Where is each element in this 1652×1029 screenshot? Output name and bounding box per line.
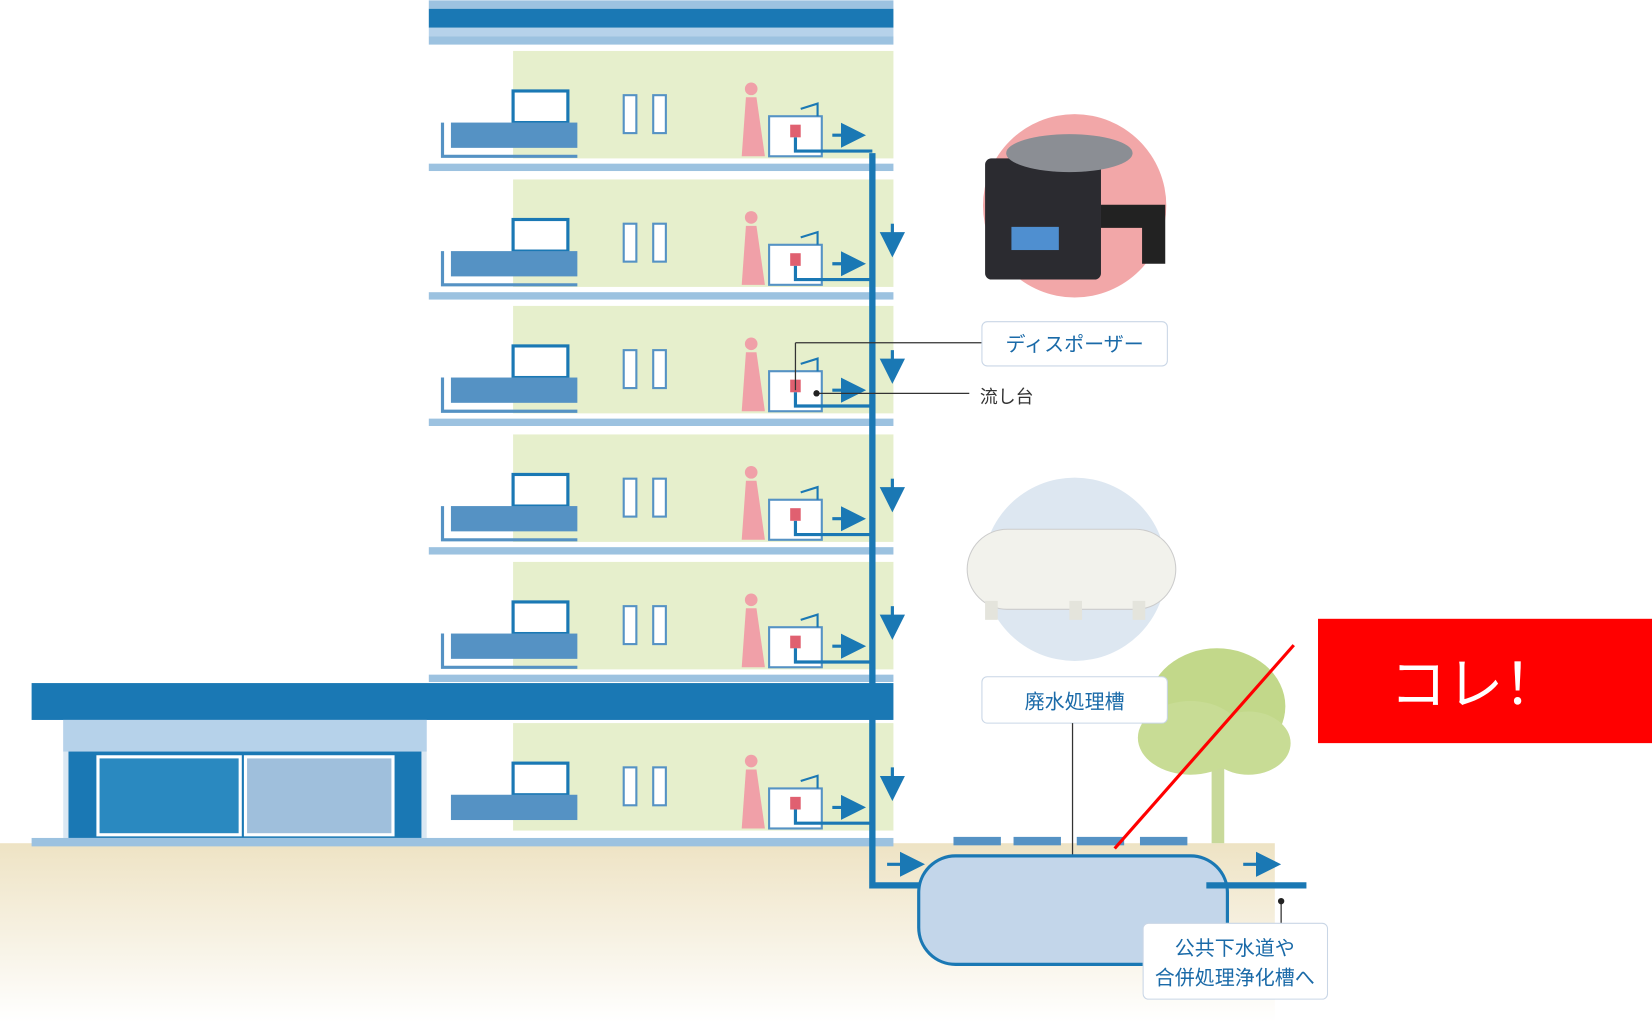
sink-label: 流し台 — [980, 387, 1034, 408]
drain-pipe — [869, 153, 933, 889]
floor — [428, 305, 906, 426]
building-floors — [428, 50, 906, 831]
sink-icon — [768, 613, 873, 669]
floor — [428, 434, 906, 555]
sink-icon — [768, 102, 873, 158]
outlet-label-line1: 公共下水道や — [1175, 936, 1295, 960]
tank-label: 廃水処理槽 — [1025, 689, 1125, 713]
person-icon — [741, 82, 765, 157]
callout-box — [1318, 618, 1652, 744]
sink-icon — [768, 230, 873, 286]
disposer-label-box — [981, 321, 1168, 367]
person-icon — [741, 593, 765, 668]
person-icon — [741, 754, 765, 829]
sink-icon — [768, 774, 873, 830]
low-building — [31, 683, 894, 847]
person-icon — [741, 337, 765, 412]
outlet-label-line2: 合併処理浄化槽へ — [1155, 965, 1315, 989]
tank-label-box — [981, 676, 1168, 724]
sink-icon — [768, 485, 873, 541]
callout-pointer — [1113, 644, 1295, 850]
floor — [428, 561, 906, 683]
outlet-label-box — [1142, 922, 1329, 1000]
floor — [428, 50, 894, 172]
disposer-photo — [982, 114, 1167, 298]
building-roof — [428, 0, 894, 45]
tank-photo — [966, 477, 1177, 661]
callout-text: コレ！ — [1390, 652, 1561, 718]
disposer-label: ディスポーザー — [1006, 332, 1144, 356]
floor — [428, 179, 906, 300]
person-icon — [741, 466, 765, 540]
floor — [450, 723, 906, 831]
person-icon — [741, 211, 765, 285]
tree-icon — [1137, 648, 1291, 844]
